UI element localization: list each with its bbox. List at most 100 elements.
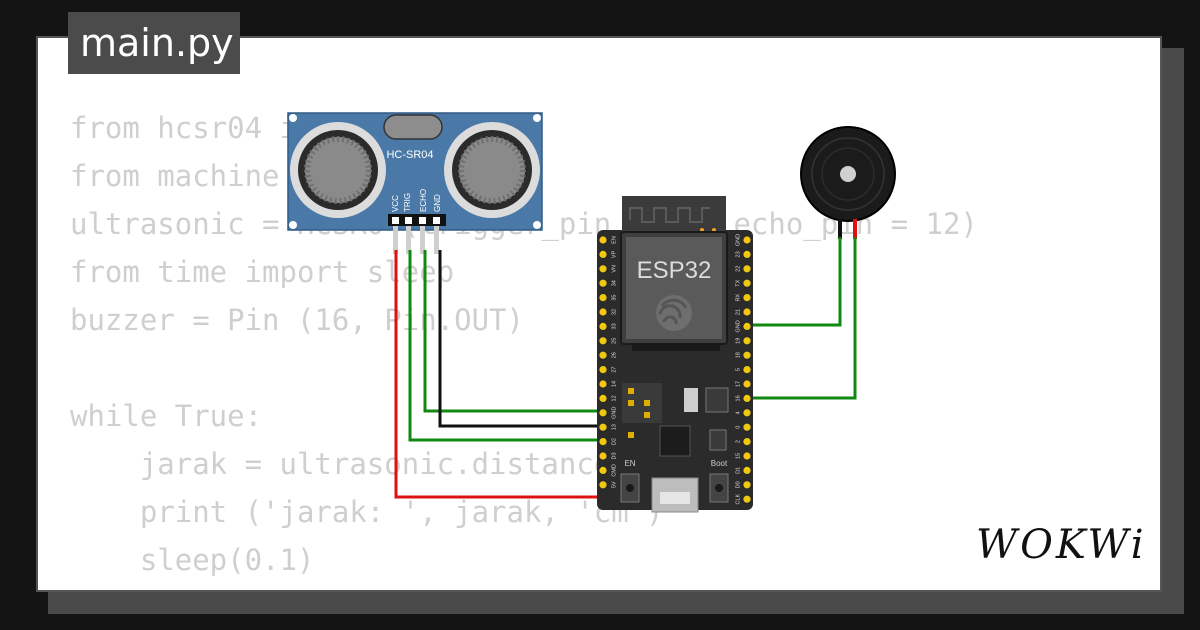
left-pin-label: 26 [611, 352, 617, 358]
right-pin-16[interactable] [743, 394, 751, 402]
right-pin-label: 18 [735, 352, 741, 358]
left-pin-vp[interactable] [599, 250, 607, 258]
right-pin-18[interactable] [743, 351, 751, 359]
left-pin-label: 12 [611, 395, 617, 401]
right-pin-label: 21 [735, 309, 741, 315]
left-pin-vn[interactable] [599, 265, 607, 273]
right-pin-label: RX [735, 293, 741, 301]
left-pin-32[interactable] [599, 308, 607, 316]
left-pin-label: 13 [611, 424, 617, 430]
right-pin-label: 5 [735, 368, 741, 371]
right-pin-label: 23 [735, 251, 741, 257]
left-pin-label: D3 [611, 452, 617, 459]
wire-trig [408, 250, 602, 442]
right-pin-label: 16 [735, 395, 741, 401]
left-pin-label: 14 [611, 381, 617, 387]
right-pin-clk[interactable] [743, 495, 751, 503]
left-pin-label: 35 [611, 295, 617, 301]
right-pin-5[interactable] [743, 366, 751, 374]
left-pin-26[interactable] [599, 351, 607, 359]
wire-buzzer-pos [748, 237, 857, 400]
left-pin-25[interactable] [599, 337, 607, 345]
right-pin-gnd[interactable] [743, 236, 751, 244]
left-pin-cmd[interactable] [599, 466, 607, 474]
sensor-pin-label-gnd: GND [433, 194, 442, 212]
right-pin-label: CLK [735, 494, 741, 505]
right-pin-23[interactable] [743, 250, 751, 258]
left-pin-13[interactable] [599, 423, 607, 431]
left-pin-label: 33 [611, 323, 617, 329]
left-pin-d3[interactable] [599, 452, 607, 460]
wires [394, 237, 857, 499]
boot-button[interactable] [709, 473, 729, 503]
right-pin-label: 2 [735, 440, 741, 443]
right-pin-label: 22 [735, 266, 741, 272]
left-pin-label: 32 [611, 309, 617, 315]
left-pin-12[interactable] [599, 394, 607, 402]
right-pin-label: D0 [735, 481, 741, 488]
sensor-crystal-icon [383, 114, 443, 140]
right-pin-2[interactable] [743, 438, 751, 446]
left-pin-label: VP [611, 250, 617, 258]
sensor-pin-label-echo: ECHO [419, 189, 428, 212]
wire-echo [423, 250, 602, 413]
right-pin-d1[interactable] [743, 466, 751, 474]
sensor-left-transducer-icon [290, 122, 386, 218]
hc-sr04-sensor[interactable]: HC-SR04 VCC TRIG ECHO GND [287, 112, 543, 254]
right-pin-tx[interactable] [743, 279, 751, 287]
code-line: print ('jarak: ', jarak, 'cm') [70, 495, 664, 529]
left-pin-33[interactable] [599, 322, 607, 330]
right-pin-label: 15 [735, 453, 741, 459]
left-pin-label: 25 [611, 338, 617, 344]
code-line: while True: [70, 399, 263, 433]
code-line: buzzer = Pin (16, Pin.OUT) [70, 303, 524, 337]
left-pin-14[interactable] [599, 380, 607, 388]
code-listing: from hcsr04 import HCSR04from machine im… [70, 104, 978, 584]
right-pin-rx[interactable] [743, 294, 751, 302]
wire-buzzer-neg [748, 237, 842, 327]
buzzer[interactable] [800, 126, 896, 239]
en-label: EN [624, 459, 635, 468]
left-pin-35[interactable] [599, 294, 607, 302]
right-pin-label: 17 [735, 381, 741, 387]
wire-gnd [438, 250, 602, 428]
boot-label: Boot [711, 459, 728, 468]
wokwi-logo: WOKWi [976, 522, 1147, 568]
right-pin-22[interactable] [743, 265, 751, 273]
left-pin-gnd[interactable] [599, 409, 607, 417]
right-pin-label: 0 [735, 426, 741, 429]
en-button[interactable] [620, 473, 640, 503]
right-pin-21[interactable] [743, 308, 751, 316]
left-pin-label: D2 [611, 438, 617, 445]
right-pin-0[interactable] [743, 423, 751, 431]
sensor-pin-label-vcc: VCC [391, 195, 400, 212]
right-pin-gnd[interactable] [743, 322, 751, 330]
right-pin-19[interactable] [743, 337, 751, 345]
sensor-right-transducer-icon [444, 122, 540, 218]
left-pin-5v[interactable] [599, 481, 607, 489]
right-pin-label: 19 [735, 338, 741, 344]
code-line: sleep(0.1) [70, 543, 315, 577]
right-pin-d0[interactable] [743, 481, 751, 489]
right-pin-4[interactable] [743, 409, 751, 417]
left-pin-27[interactable] [599, 366, 607, 374]
right-pin-label: D1 [735, 467, 741, 474]
left-pin-label: CMD [611, 464, 617, 477]
left-pin-label: 5V [611, 481, 617, 488]
usb-port-icon [651, 477, 699, 513]
left-pin-label: EN [611, 236, 617, 244]
antenna-trace-icon [629, 207, 710, 223]
file-tab-main-py[interactable]: main.py [68, 12, 240, 74]
right-pin-17[interactable] [743, 380, 751, 388]
right-pin-15[interactable] [743, 452, 751, 460]
espressif-logo-icon [656, 295, 692, 331]
sensor-pin-label-trig: TRIG [403, 193, 412, 212]
left-pin-d2[interactable] [599, 438, 607, 446]
left-pin-34[interactable] [599, 279, 607, 287]
left-pin-en[interactable] [599, 236, 607, 244]
right-pin-label: TX [735, 279, 741, 286]
